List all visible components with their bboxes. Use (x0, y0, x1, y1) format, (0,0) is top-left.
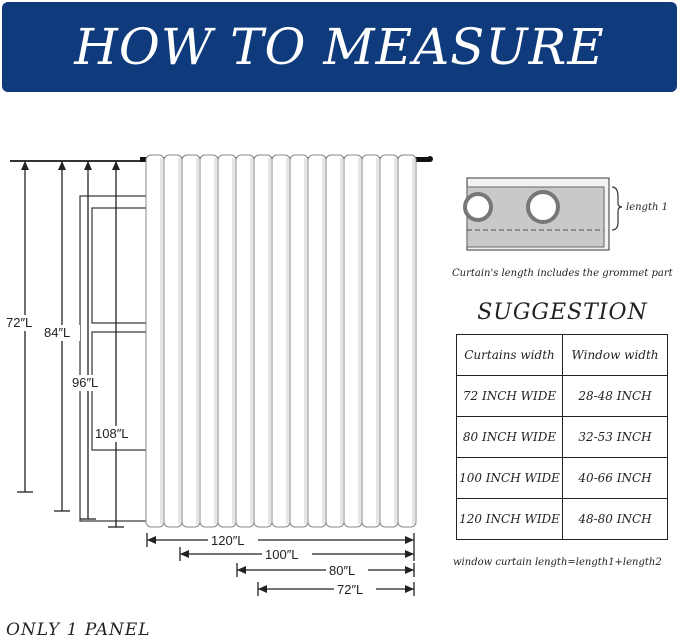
pleat-shadow (286, 158, 289, 524)
pleat-shadow (232, 158, 235, 524)
title-banner: HOW TO MEASURE (2, 2, 677, 92)
width-label-80: 80″L (329, 563, 355, 578)
table-header-row: Curtains width Window width (456, 334, 668, 376)
curtain-width-cell: 72 INCH WIDE (456, 375, 563, 417)
length1-brace (611, 186, 623, 231)
curtain-width-cell: 100 INCH WIDE (456, 457, 563, 499)
window-width-cell: 40-66 INCH (562, 457, 668, 499)
suggestion-title: SUGGESTION (477, 300, 648, 325)
pleat-shadow (214, 158, 217, 524)
width-label-120: 120″L (211, 533, 245, 548)
window-width-cell: 48-80 INCH (562, 498, 668, 540)
window-pane-top (91, 207, 149, 324)
pleat-shadow (412, 158, 415, 524)
dim-width-120 (146, 533, 415, 547)
window-width-cell: 32-53 INCH (562, 416, 668, 458)
header-window-width: Window width (562, 334, 668, 376)
pleat-shadow (340, 158, 343, 524)
length-formula: window curtain length=length1+length2 (453, 557, 662, 568)
dim-width-80 (236, 563, 415, 577)
banner-title: HOW TO MEASURE (74, 18, 605, 76)
pleat-shadow (160, 158, 163, 524)
grommet-detail (463, 177, 623, 251)
table-row: 100 INCH WIDE 40-66 INCH (456, 457, 668, 499)
curtain-width-cell: 120 INCH WIDE (456, 498, 563, 540)
measurement-diagram: 72″L 84″L 96″L 108″L 120″L 100″L 80″ (5, 154, 623, 597)
pleat-shadow (376, 158, 379, 524)
panel-note: ONLY 1 PANEL (6, 620, 151, 640)
curtain-width-cell: 80 INCH WIDE (456, 416, 563, 458)
window-width-cell: 28-48 INCH (562, 375, 668, 417)
height-label-72: 72″L (6, 315, 32, 330)
grommet-caption: Curtain's length includes the grommet pa… (452, 268, 673, 279)
window-frame (79, 195, 149, 522)
pleat-shadow (358, 158, 361, 524)
table-row: 80 INCH WIDE 32-53 INCH (456, 416, 668, 458)
pleat-shadow (304, 158, 307, 524)
pleat-shadow (196, 158, 199, 524)
length1-label: length 1 (626, 202, 668, 213)
table-row: 120 INCH WIDE 48-80 INCH (456, 498, 668, 540)
pleat-shadow (250, 158, 253, 524)
width-label-72: 72″L (337, 582, 363, 597)
height-label-108: 108″L (95, 426, 129, 441)
width-label-100: 100″L (265, 547, 299, 562)
pleat-shadow (394, 158, 397, 524)
curtain-pleat (397, 154, 417, 528)
height-label-84: 84″L (44, 325, 70, 340)
grommet-ring-right (526, 190, 560, 224)
header-curtains-width: Curtains width (456, 334, 563, 376)
pleat-shadow (322, 158, 325, 524)
pleat-shadow (268, 158, 271, 524)
grommet-ring-left (463, 192, 493, 222)
pleat-shadow (178, 158, 181, 524)
rod-finial (427, 156, 433, 162)
dim-108 (108, 161, 124, 528)
table-row: 72 INCH WIDE 28-48 INCH (456, 375, 668, 417)
suggestion-table: Curtains width Window width 72 INCH WIDE… (456, 334, 668, 540)
curtain-panel (145, 154, 417, 528)
dim-96 (80, 161, 96, 520)
height-label-96: 96″L (72, 375, 98, 390)
